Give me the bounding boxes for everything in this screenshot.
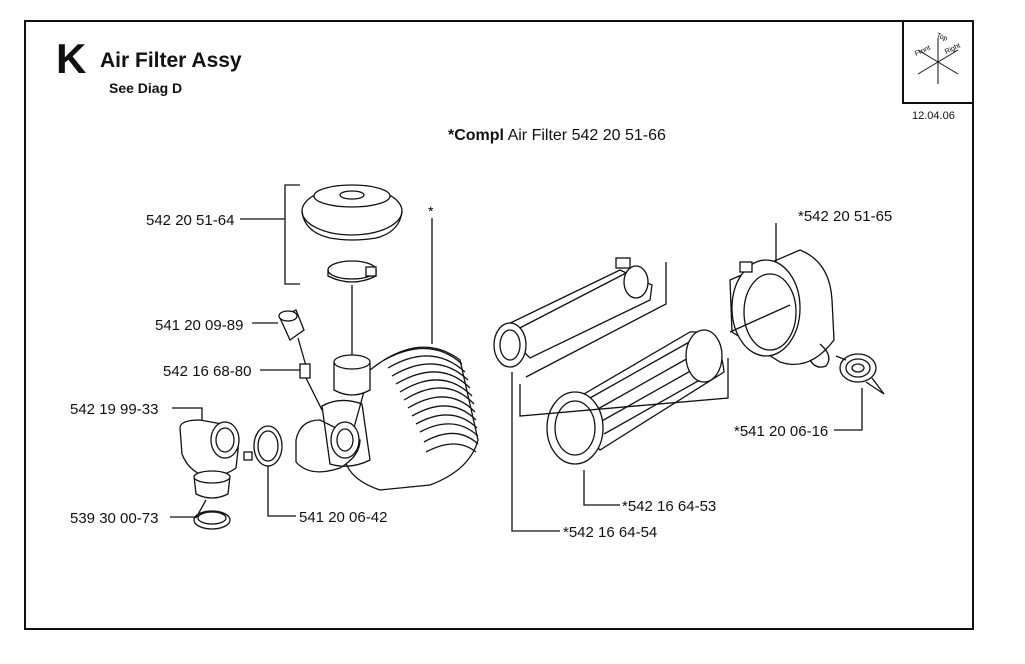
end-cover-part [729,249,835,368]
filter-housing-part [295,346,479,491]
compl-asterisk: * [428,203,434,219]
part-number-label: *542 20 51-65 [798,208,892,225]
orientation-box: Top Front Right [902,20,974,104]
part-number-label: *541 20 06-16 [734,423,828,440]
cover-group-bracket [284,184,300,285]
part-number-label: 542 20 51-64 [146,212,234,229]
diagram-date: 12.04.06 [912,110,955,122]
bottom-clamp-part [193,510,231,530]
part-number-label: 542 19 99-33 [70,401,158,418]
leader-safety-filter [511,372,560,532]
part-number-label: 542 16 68-80 [163,363,251,380]
orientation-top-label: Top [935,32,948,42]
safety-filter-part [493,257,653,368]
leader-main-filter [583,470,620,506]
assembly-prefix: *Compl [448,127,504,144]
part-number-label: 541 20 06-42 [299,509,387,526]
section-subtitle: See Diag D [109,80,183,96]
leader-vacuator [834,388,863,431]
part-number-label: *542 16 64-53 [622,498,716,515]
drawing-frame [24,20,974,630]
section-title: Air Filter Assy [100,49,242,72]
vacuator-valve-part [839,353,885,395]
outer-group-box [519,358,729,417]
leader-middle-clamp [267,466,296,517]
valve-part [278,309,305,341]
assembly-label: Air Filter 542 20 51-66 [504,127,666,144]
part-number-label: *542 16 64-54 [563,524,657,541]
orientation-axes-icon: Top Front Right [914,32,962,84]
elbow-hose-part [179,419,240,499]
part-number-label: 541 20 09-89 [155,317,243,334]
inner-group-box [525,262,667,378]
part-number-label: 539 30 00-73 [70,510,158,527]
cover-clamp-part [327,260,377,283]
main-filter-part [546,329,725,465]
assembly-title: *Compl Air Filter 542 20 51-66 [448,127,666,145]
leader-elbow [172,407,203,420]
middle-clamp-part [243,425,283,467]
cover-cap-part [301,184,403,241]
nipple-part [299,363,311,379]
section-letter: K [56,35,87,82]
